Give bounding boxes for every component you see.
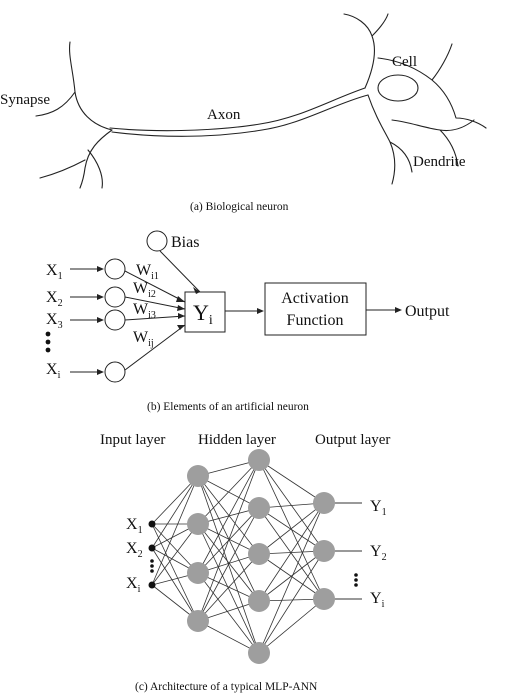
input-xi-label: Xi [46, 361, 61, 381]
bias-edge [159, 250, 201, 293]
input-node-3 [104, 309, 126, 331]
mlp-edge-hidden-2-5-to-output-1 [258, 502, 325, 654]
mlp-edge-hidden-2-4-to-output-2 [258, 550, 325, 602]
mlp-output-y2-label: Y2 [370, 543, 387, 563]
mlp-node-hidden-2-4 [248, 590, 270, 612]
mlp-node-input-1 [148, 520, 156, 528]
arrowheads [97, 266, 402, 375]
input-layer-title: Input layer [100, 432, 165, 448]
mlp-edge-hidden-2-3-to-output-1 [258, 502, 325, 555]
activation-line1: Activation [281, 290, 349, 307]
mlp-node-hidden-2-2 [248, 497, 270, 519]
hidden-layer-title: Hidden layer [198, 432, 276, 448]
caption-c: (c) Architecture of a typical MLP-ANN [135, 681, 318, 693]
mlp-input-xi-label: Xi [126, 575, 141, 595]
mlp-node-output-3 [313, 588, 335, 610]
mlp-nodes [148, 449, 335, 664]
mlp-edge-input-1-to-hidden-1-4 [151, 523, 199, 622]
caption-a: (a) Biological neuron [190, 201, 289, 213]
mlp-edge-hidden-2-2-to-output-3 [258, 507, 325, 600]
caption-b: (b) Elements of an artificial neuron [147, 401, 309, 413]
mlp-output-y1-label: Y1 [370, 498, 387, 518]
mlp-node-hidden-2-3 [248, 543, 270, 565]
weight-edge-3 [124, 315, 186, 321]
cell-nucleus [377, 74, 419, 102]
mlp-edge-input-3-to-hidden-1-1 [151, 475, 199, 586]
input-ellipsis-dots [45, 331, 51, 353]
mlp-edge-hidden-1-4-to-hidden-2-5 [197, 620, 260, 654]
mlp-output-ellipsis [354, 573, 358, 587]
weight-wi2-label: Wi2 [133, 280, 156, 300]
mlp-node-hidden-1-4 [187, 610, 209, 632]
mlp-edge-input-2-to-hidden-1-1 [151, 475, 199, 549]
summation-yi-label: Yi [193, 300, 213, 328]
axon-lower-line [111, 94, 369, 137]
mlp-input-x2-label: X2 [126, 540, 143, 560]
mlp-edge-hidden-2-1-to-output-1 [258, 459, 325, 504]
mlp-node-input-3 [148, 581, 156, 589]
mlp-node-hidden-1-2 [187, 513, 209, 535]
bias-label: Bias [171, 234, 199, 251]
input-node-i [104, 361, 126, 383]
mlp-edge-hidden-2-5-to-output-3 [258, 598, 325, 654]
mlp-edge-hidden-1-4-to-hidden-2-3 [197, 553, 260, 622]
weight-edge-j [124, 324, 186, 371]
mlp-edge-input-1-to-hidden-1-1 [151, 475, 199, 525]
mlp-edge-hidden-1-4-to-hidden-2-2 [197, 507, 260, 622]
mlp-edge-hidden-1-2-to-hidden-2-3 [197, 523, 260, 555]
artificial-neuron-panel [70, 230, 400, 383]
synapse-label: Synapse [0, 92, 50, 108]
mlp-edge-hidden-1-1-to-hidden-2-3 [197, 475, 260, 555]
input-x3-label: X3 [46, 311, 63, 331]
mlp-edge-input-3-to-hidden-1-2 [151, 523, 199, 586]
mlp-node-output-1 [313, 492, 335, 514]
mlp-edge-hidden-1-2-to-hidden-2-1 [197, 459, 260, 525]
mlp-edge-input-2-to-hidden-1-4 [151, 547, 199, 622]
mlp-node-hidden-1-1 [187, 465, 209, 487]
cell-body-outline [343, 13, 487, 185]
mlp-edge-hidden-2-2-to-output-2 [258, 507, 325, 552]
synapse-branches [35, 41, 113, 189]
input-node-2 [104, 286, 126, 308]
mlp-node-hidden-2-1 [248, 449, 270, 471]
output-label: Output [405, 303, 450, 320]
mlp-edge-hidden-2-4-to-output-1 [258, 502, 325, 602]
weight-edge-1 [124, 270, 186, 303]
mlp-edge-hidden-2-5-to-output-2 [258, 550, 325, 654]
mlp-node-output-2 [313, 540, 335, 562]
summation-node [184, 291, 226, 333]
mlp-node-hidden-2-5 [248, 642, 270, 664]
weight-wij-label: Wij [133, 329, 154, 349]
activation-function-box [264, 282, 367, 336]
mlp-edge-hidden-1-3-to-hidden-2-5 [197, 572, 260, 654]
bias-node [146, 230, 168, 252]
dendrite-label: Dendrite [413, 154, 466, 170]
mlp-edge-hidden-1-3-to-hidden-2-1 [197, 459, 260, 574]
weight-wi3-label: Wi3 [133, 301, 156, 321]
input-x1-label: X1 [46, 262, 63, 282]
mlp-input-x1-label: X1 [126, 516, 143, 536]
output-layer-title: Output layer [315, 432, 390, 448]
mlp-node-input-2 [148, 544, 156, 552]
mlp-output-yi-label: Yi [370, 590, 385, 610]
axon-label: Axon [207, 107, 241, 123]
weight-wi1-label: Wi1 [136, 262, 159, 282]
mlp-input-ellipsis [150, 559, 154, 573]
biological-neuron-panel [35, 13, 487, 189]
mlp-edge-hidden-1-2-to-hidden-2-5 [197, 523, 260, 654]
weight-edge-2 [124, 296, 186, 310]
input-node-1 [104, 258, 126, 280]
axon-upper-line [109, 87, 366, 132]
input-x2-label: X2 [46, 289, 63, 309]
activation-line2: Function [287, 312, 344, 329]
mlp-edge-input-1-to-hidden-1-3 [151, 523, 199, 574]
cell-label: Cell [392, 54, 417, 70]
mlp-edge-hidden-1-2-to-hidden-2-4 [197, 523, 260, 602]
mlp-edge-hidden-1-1-to-hidden-2-4 [197, 475, 260, 602]
mlp-edge-hidden-1-4-to-hidden-2-1 [197, 459, 260, 622]
mlp-node-hidden-1-3 [187, 562, 209, 584]
